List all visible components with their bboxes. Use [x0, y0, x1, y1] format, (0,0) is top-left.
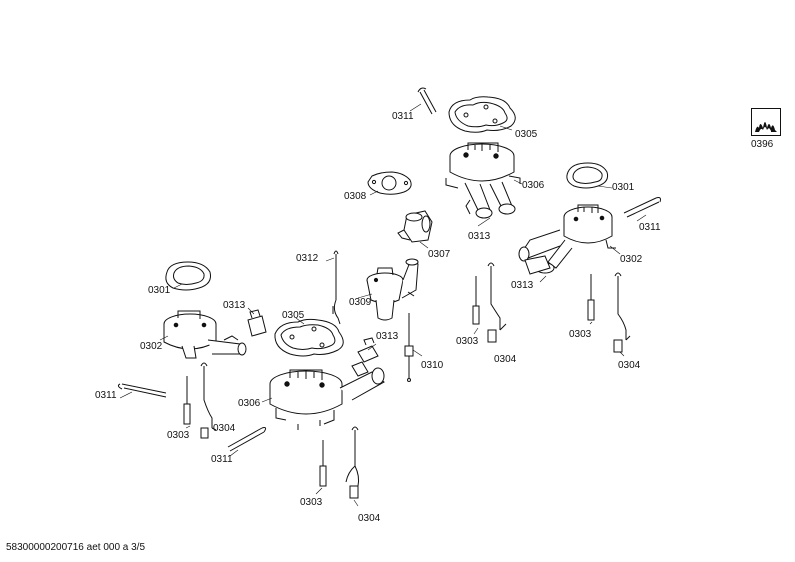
label-0310: 0310: [421, 360, 444, 371]
part-0311-thermocouple-clip-lower: [227, 427, 267, 457]
label-0312: 0312: [296, 253, 319, 264]
part-0310-ignition-plug: [404, 313, 423, 382]
label-0311-left: 0311: [95, 390, 117, 401]
label-0303-right: 0303: [569, 329, 592, 340]
part-0313-connector-middle: [357, 337, 379, 363]
part-0313-connector-upper: [524, 255, 551, 283]
part-0305-spreader-plate-top: [448, 96, 516, 133]
label-0306-main: 0306: [238, 398, 261, 409]
part-0308-seal-ring: [367, 171, 412, 196]
label-0313-middle: 0313: [376, 331, 399, 342]
label-0301-right: 0301: [612, 182, 635, 193]
part-0303-thermocouple-mid: [472, 276, 480, 335]
part-0301-burner-cap-left: [165, 261, 211, 291]
part-0311-thermocouple-clip-right: [623, 197, 661, 222]
label-0303-mid: 0303: [456, 336, 479, 347]
document-footer: 58300000200716 aet 000 a 3/5: [6, 542, 146, 553]
part-0303-thermocouple-right: [587, 274, 595, 325]
label-0302-right: 0302: [620, 254, 643, 265]
part-0302-burner-assembly-left: [159, 310, 247, 359]
gas-flame-icon: [751, 108, 781, 136]
label-0303-left: 0303: [167, 430, 190, 441]
label-0309: 0309: [349, 297, 372, 308]
label-0304-bottom: 0304: [358, 513, 381, 524]
part-0305-spreader-plate-middle: [274, 317, 344, 357]
label-0311-top: 0311: [392, 111, 414, 122]
part-0313-connector-left: [247, 307, 267, 337]
label-0304-left: 0304: [213, 423, 236, 434]
part-0312-ignition-electrode: [325, 250, 341, 325]
part-0303-thermocouple-bottom: [315, 440, 327, 495]
label-0313-left: 0313: [223, 300, 246, 311]
label-0311-right: 0311: [639, 222, 661, 233]
part-0311-thermocouple-clip-left: [117, 383, 167, 399]
part-0306-burner-body-top: [445, 142, 523, 227]
label-0304-right: 0304: [618, 360, 641, 371]
label-0302-left: 0302: [140, 341, 163, 352]
label-0303-bottom: 0303: [300, 497, 323, 508]
label-0307: 0307: [428, 249, 451, 260]
part-0301-burner-cap-right: [566, 162, 613, 189]
part-0311-thermocouple-clip-top: [409, 87, 437, 115]
label-0313-right: 0313: [511, 280, 534, 291]
label-0311-lower: 0311: [211, 454, 233, 465]
part-0309-burner-cup: [357, 258, 419, 321]
label-0308: 0308: [344, 191, 367, 202]
label-0305-middle: 0305: [282, 310, 305, 321]
part-0306-burner-body-main: [261, 361, 385, 430]
part-0307-gas-elbow: [397, 210, 433, 249]
part-0304-thermocouple-wire-mid: [487, 262, 507, 343]
part-0304-thermocouple-wire-right: [613, 272, 631, 357]
part-0304-thermocouple-wire-bottom: [345, 426, 360, 507]
part-0304-thermocouple-wire-left: [200, 362, 217, 439]
label-0305-top: 0305: [515, 129, 538, 140]
label-0301-left: 0301: [148, 285, 171, 296]
label-0396: 0396: [751, 139, 774, 150]
label-0304-mid: 0304: [494, 354, 517, 365]
label-0306-top: 0306: [522, 180, 545, 191]
label-0313-top: 0313: [468, 231, 491, 242]
part-0303-thermocouple-left: [183, 376, 191, 429]
